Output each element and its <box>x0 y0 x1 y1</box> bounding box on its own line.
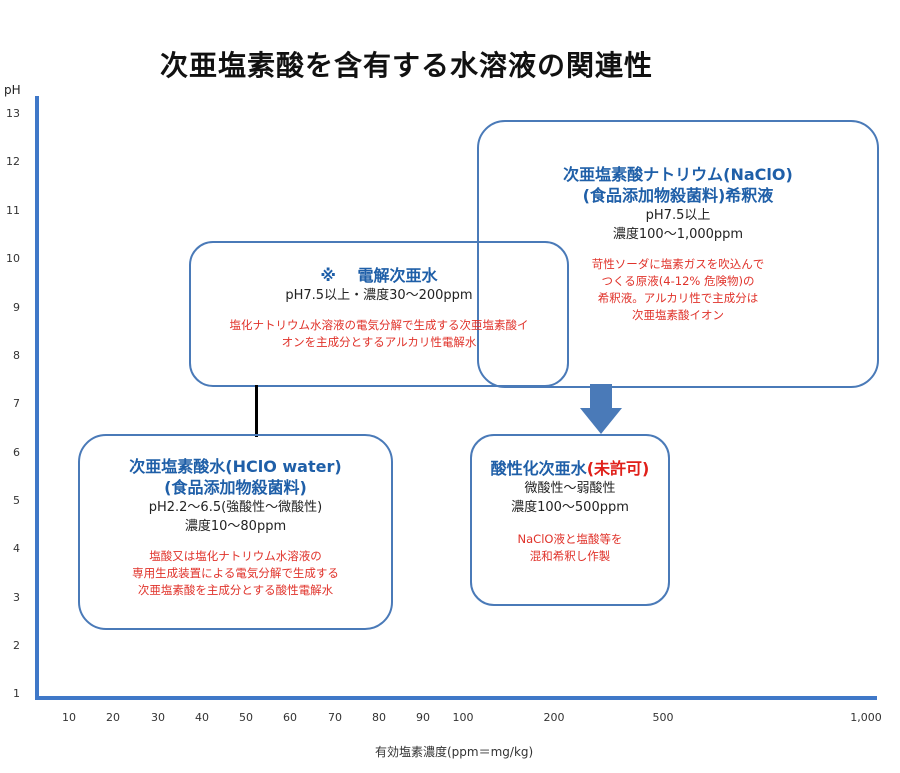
connector-line <box>255 385 258 437</box>
acidified-heading: 酸性化次亜水(未許可) <box>472 458 668 479</box>
y-tick-7: 7 <box>13 397 20 410</box>
hclo-heading-1: 次亜塩素酸水(HClO water) <box>129 457 342 476</box>
y-tick-3: 3 <box>13 591 20 604</box>
electrolyzed-box: ※ 電解次亜水 pH7.5以上・濃度30～200ppm 塩化ナトリウム水溶液の電… <box>189 241 569 387</box>
acidified-ph: 微酸性～弱酸性 <box>524 481 616 496</box>
y-tick-8: 8 <box>13 349 20 362</box>
acidified-concentration: 濃度100～500ppm <box>511 500 629 515</box>
x-tick-20: 20 <box>106 711 120 724</box>
unapproved-flag: (未許可) <box>586 459 650 478</box>
y-tick-1: 1 <box>13 687 20 700</box>
electrolyzed-heading: ※ 電解次亜水 <box>320 266 438 285</box>
hclo-box: 次亜塩素酸水(HClO water) (食品添加物殺菌料) pH2.2～6.5(… <box>78 434 393 630</box>
hclo-note-1: 塩酸又は塩化ナトリウム水溶液の <box>149 549 322 563</box>
x-axis-label: 有効塩素濃度(ppm＝mg/kg) <box>375 745 534 759</box>
acidified-note-2: 混和希釈し作製 <box>529 549 611 563</box>
y-tick-10: 10 <box>6 252 20 265</box>
acidified-heading-text: 酸性化次亜水 <box>490 459 587 478</box>
acidified-note-1: NaClO液と塩酸等を <box>517 532 623 546</box>
electrolyzed-note-1: 塩化ナトリウム水溶液の電気分解で生成する次亜塩素酸イ <box>229 318 529 332</box>
naclo-box: 次亜塩素酸ナトリウム(NaClO) (食品添加物殺菌料)希釈液 pH7.5以上 … <box>477 120 879 388</box>
naclo-concentration: 濃度100～1,000ppm <box>612 227 744 242</box>
x-tick-70: 70 <box>328 711 342 724</box>
y-axis-line <box>35 96 39 700</box>
acidified-box: 酸性化次亜水(未許可) 微酸性～弱酸性 濃度100～500ppm NaClO液と… <box>470 434 670 606</box>
naclo-note-2: つくる原液(4-12% 危険物)の <box>601 274 755 288</box>
y-tick-4: 4 <box>13 542 20 555</box>
hclo-note-3: 次亜塩素酸を主成分とする酸性電解水 <box>137 583 334 597</box>
naclo-note-3: 希釈液。アルカリ性で主成分は <box>597 291 759 305</box>
x-tick-200: 200 <box>543 711 565 724</box>
y-tick-13: 13 <box>6 107 20 120</box>
electrolyzed-note-2: オンを主成分とするアルカリ性電解水 <box>281 335 477 349</box>
naclo-heading-2: (食品添加物殺菌料)希釈液 <box>582 186 774 205</box>
hclo-note-2: 専用生成装置による電気分解で生成する <box>132 566 339 580</box>
x-tick-40: 40 <box>195 711 209 724</box>
y-tick-2: 2 <box>13 639 20 652</box>
x-tick-60: 60 <box>283 711 297 724</box>
electrolyzed-ph-concentration: pH7.5以上・濃度30～200ppm <box>285 288 473 303</box>
x-tick-80: 80 <box>372 711 386 724</box>
y-tick-12: 12 <box>6 155 20 168</box>
x-tick-500: 500 <box>652 711 674 724</box>
x-tick-100: 100 <box>452 711 474 724</box>
down-arrow-icon <box>580 384 622 434</box>
x-axis-line <box>35 696 877 700</box>
y-tick-9: 9 <box>13 301 20 314</box>
x-tick-30: 30 <box>151 711 165 724</box>
y-axis-label: pH <box>4 83 21 97</box>
naclo-note-1: 苛性ソーダに塩素ガスを吹込んで <box>591 257 765 271</box>
naclo-ph: pH7.5以上 <box>645 208 711 223</box>
naclo-note-4: 次亜塩素酸イオン <box>632 308 724 322</box>
x-tick-1000: 1,000 <box>850 711 882 724</box>
y-tick-11: 11 <box>6 204 20 217</box>
hclo-concentration: 濃度10～80ppm <box>184 519 287 534</box>
x-tick-10: 10 <box>62 711 76 724</box>
y-tick-6: 6 <box>13 446 20 459</box>
naclo-heading-1: 次亜塩素酸ナトリウム(NaClO) <box>563 165 793 184</box>
x-tick-90: 90 <box>416 711 430 724</box>
hclo-ph: pH2.2～6.5(強酸性～微酸性) <box>148 500 323 515</box>
y-tick-5: 5 <box>13 494 20 507</box>
x-tick-50: 50 <box>239 711 253 724</box>
hclo-heading-2: (食品添加物殺菌料) <box>164 478 307 497</box>
page-title: 次亜塩素酸を含有する水溶液の関連性 <box>160 49 654 82</box>
